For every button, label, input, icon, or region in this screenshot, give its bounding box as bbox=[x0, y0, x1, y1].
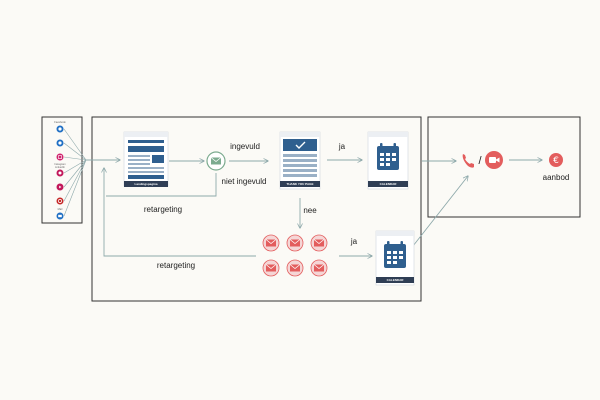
landing-page-illustration: Landingspagina bbox=[123, 131, 169, 187]
video-call-icon bbox=[485, 151, 503, 169]
label-retargeting-outer: retargeting bbox=[157, 261, 195, 270]
label-ja-top: ja bbox=[338, 142, 346, 151]
source-google bbox=[56, 197, 64, 205]
calendar-icon bbox=[377, 143, 399, 170]
source-instagram: Instagram bbox=[54, 153, 66, 166]
source-label-instagram: Instagram bbox=[54, 162, 66, 166]
mail-icon bbox=[262, 259, 280, 277]
calendar-bottom-illustration: CALENDAR bbox=[375, 230, 415, 286]
source-pinterest bbox=[56, 139, 64, 147]
calendar-bottom-caption: CALENDAR bbox=[387, 278, 405, 282]
phone-icon bbox=[462, 154, 474, 168]
calendar-top-illustration: CALENDAR bbox=[367, 131, 409, 190]
mail-icon bbox=[286, 259, 304, 277]
label-nee: nee bbox=[303, 206, 317, 215]
label-retargeting-inner: retargeting bbox=[144, 205, 182, 214]
email-node bbox=[206, 151, 226, 171]
label-ja-bottom: ja bbox=[350, 237, 358, 246]
source-youtube bbox=[56, 183, 64, 191]
retargeting-mail-grid bbox=[262, 234, 328, 277]
instagram-icon bbox=[56, 153, 64, 161]
google-icon bbox=[56, 197, 64, 205]
arrow-calendar-bottom-to-contact bbox=[412, 176, 468, 247]
phone-video-separator: / bbox=[478, 155, 482, 167]
main-funnel-box bbox=[91, 116, 422, 302]
source-label-linkedin: LinkedIn bbox=[55, 165, 65, 169]
calendar-icon bbox=[384, 241, 406, 268]
label-aanbod: aanbod bbox=[543, 173, 570, 182]
calendar-top-caption: CALENDAR bbox=[380, 182, 398, 186]
mail-icon bbox=[286, 234, 304, 252]
thankyou-caption: THANK YOU PAGE bbox=[287, 182, 314, 186]
source-linkedin: LinkedIn bbox=[55, 165, 65, 177]
svg-text:€: € bbox=[553, 156, 559, 166]
source-connectors bbox=[63, 128, 87, 217]
landingpage-caption: Landingspagina bbox=[134, 182, 157, 186]
source-mail: Mail bbox=[56, 207, 64, 220]
source-list: Facebook Instagram LinkedIn Mail bbox=[54, 120, 66, 220]
arrow-outer-retarget bbox=[104, 168, 256, 257]
source-label-facebook: Facebook bbox=[54, 120, 66, 124]
thank-you-page-illustration: THANK YOU PAGE bbox=[279, 131, 321, 190]
flow-arrows bbox=[86, 160, 542, 256]
label-niet-ingevuld: niet ingevuld bbox=[222, 177, 267, 186]
mail-icon bbox=[310, 234, 328, 252]
mail-icon bbox=[310, 259, 328, 277]
source-label-mail: Mail bbox=[58, 207, 63, 211]
euro-icon: € bbox=[549, 153, 563, 167]
mail-icon bbox=[262, 234, 280, 252]
contact-box bbox=[427, 116, 581, 218]
arrow-niet-ingevuld-retarget bbox=[106, 173, 217, 197]
label-ingevuld: ingevuld bbox=[230, 142, 260, 151]
source-facebook: Facebook bbox=[54, 120, 66, 133]
